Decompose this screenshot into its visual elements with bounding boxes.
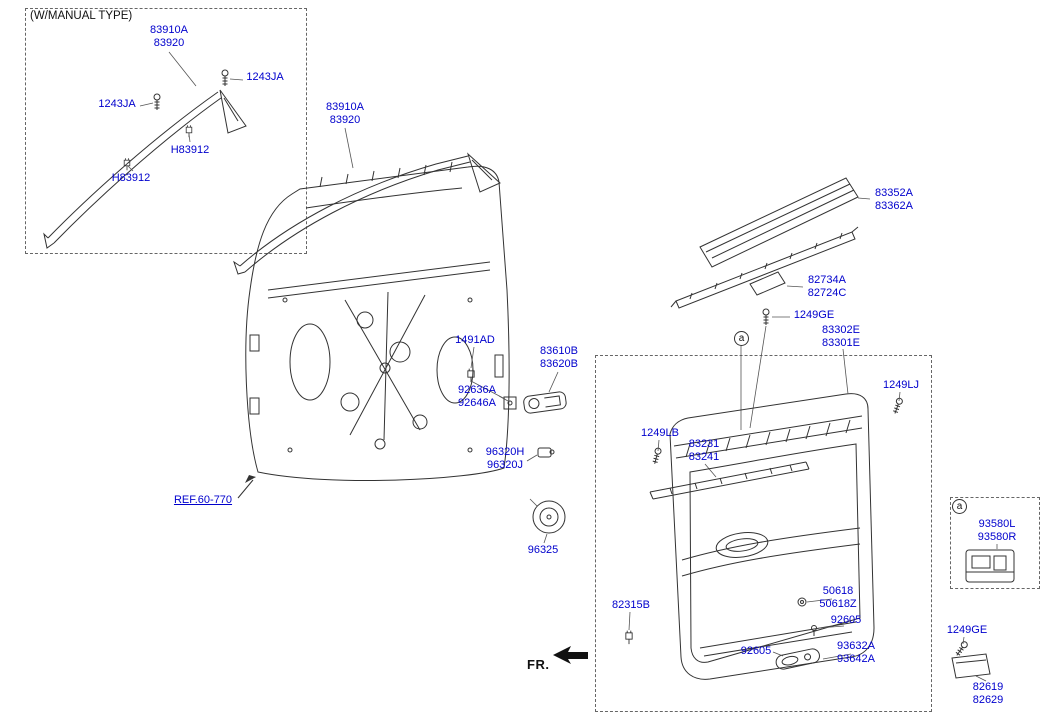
switch-inset-box xyxy=(950,497,1040,589)
part-label-82734a: 82734A 82724C xyxy=(807,274,847,299)
part-label-1243ja-right: 1243JA xyxy=(246,71,284,83)
part-label-83610b: 83610B 83620B xyxy=(540,345,578,370)
part-label-96325: 96325 xyxy=(527,544,559,556)
part-label-83352a: 83352A 83362A xyxy=(875,187,913,212)
sunshade-drawing xyxy=(670,177,871,309)
trim-strip-drawing xyxy=(649,461,810,500)
part-label-96320h: 96320H 96320J xyxy=(485,446,525,471)
plate-drawing xyxy=(749,271,804,296)
fr-label: FR. xyxy=(527,657,550,672)
part-label-50618: 50618 50618Z xyxy=(819,585,857,610)
door-trim-panel-drawing xyxy=(669,348,875,680)
part-label-1249ge-top: 1249GE xyxy=(793,309,835,321)
door-molding-drawing xyxy=(233,127,501,275)
part-label-92605-lower: 92605 xyxy=(740,645,772,657)
door-small-parts xyxy=(467,346,633,645)
part-label-1249lj: 1249LJ xyxy=(882,379,920,391)
part-label-h83912-right: H83912 xyxy=(170,144,210,156)
part-label-92636a: 92636A 92646A xyxy=(458,384,496,409)
part-label-1249ge-bottom: 1249GE xyxy=(946,624,988,636)
part-label-93632a: 93632A 93642A xyxy=(837,640,875,665)
fastener-drawings xyxy=(651,308,969,658)
bracket-82619-drawing xyxy=(951,653,991,682)
part-label-82315b: 82315B xyxy=(612,599,650,611)
part-label-83910a: 83910A 83920 xyxy=(326,101,364,126)
inset-molding-drawing xyxy=(43,51,247,249)
part-label-h83912-left: H83912 xyxy=(111,172,151,184)
part-label-83231: 83231 83241 xyxy=(688,438,720,463)
fr-direction-arrow xyxy=(553,646,588,664)
marker-a-switch: a xyxy=(952,499,967,514)
part-label-1243ja-left: 1243JA xyxy=(98,98,136,110)
inset-title: (W/MANUAL TYPE) xyxy=(30,10,133,22)
manual-type-inset-box xyxy=(25,8,307,254)
window-switch-drawing xyxy=(965,544,1015,583)
part-label-83302e: 83302E 83301E xyxy=(822,324,860,349)
part-label-83910a-inset: 83910A 83920 xyxy=(150,24,188,49)
trim-small-parts xyxy=(772,597,852,670)
part-label-93580l: 93580L 93580R xyxy=(977,518,1017,543)
ref-arrow xyxy=(237,475,256,499)
part-label-92605-upper: 92605 xyxy=(830,614,862,626)
part-label-1249lb: 1249LB xyxy=(641,427,679,439)
door-shell-drawing xyxy=(245,161,510,481)
trim-panel-box xyxy=(595,355,932,712)
part-label-82619: 82619 82629 xyxy=(972,681,1004,706)
marker-a-trim: a xyxy=(734,331,749,346)
part-label-1491ad: 1491AD xyxy=(455,334,495,346)
ref-60-770-link[interactable]: REF.60-770 xyxy=(173,494,233,506)
